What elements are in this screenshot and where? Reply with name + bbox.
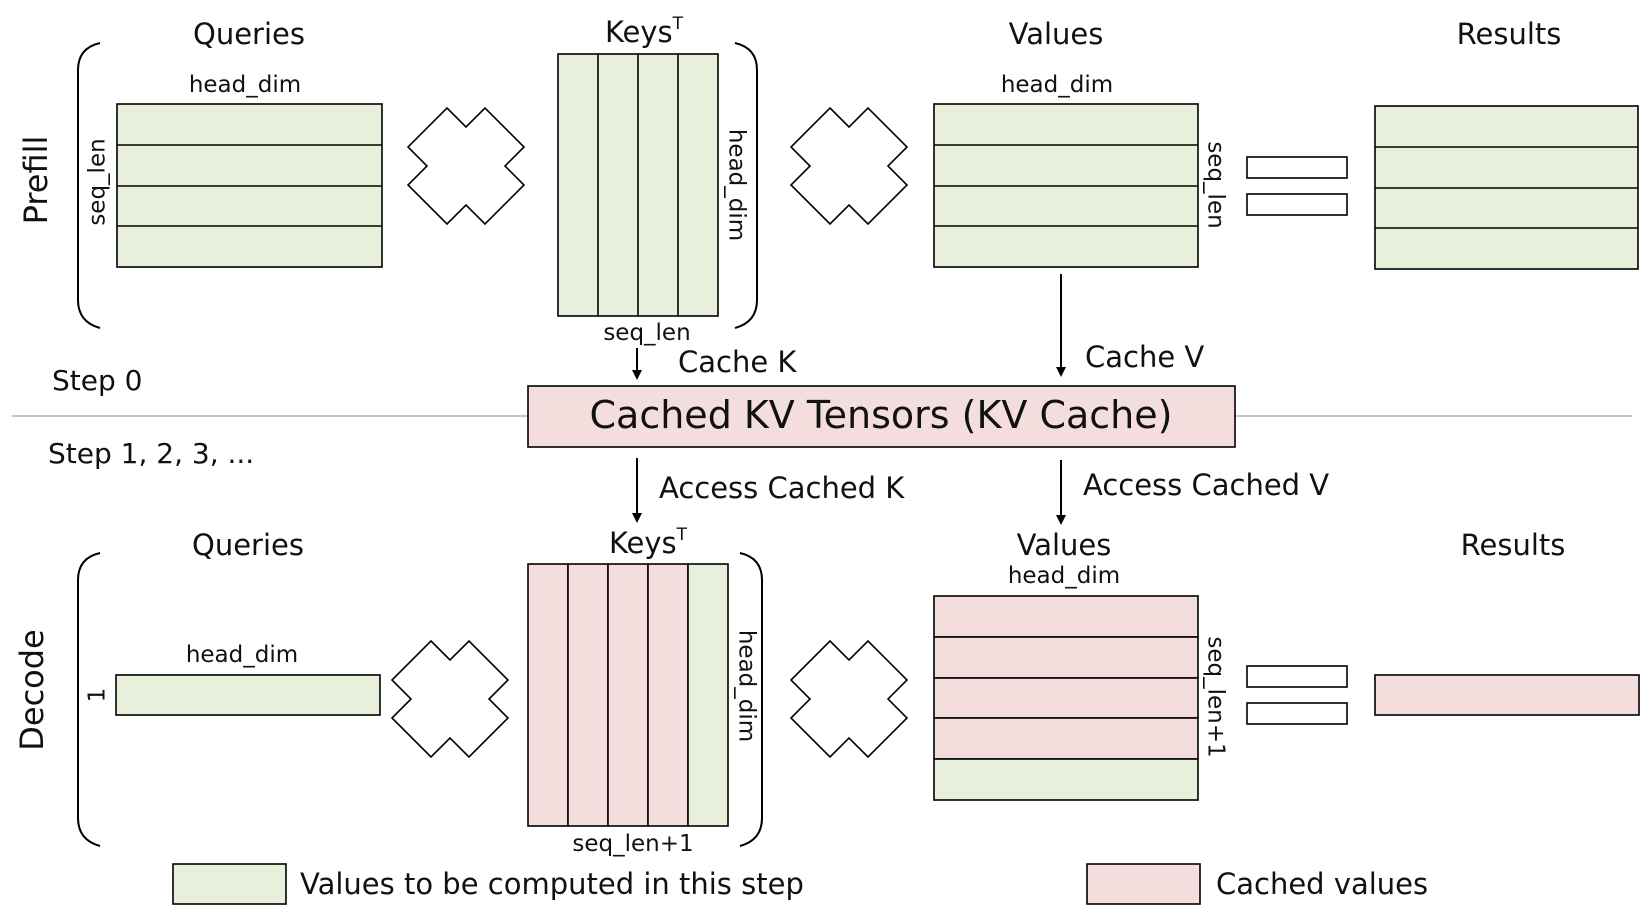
- decode-queries-side-label: 1: [85, 688, 111, 703]
- prefill-keys-matrix: [557, 53, 719, 317]
- decode-values-top-label: head_dim: [1008, 563, 1120, 589]
- prefill-values-side-label: seq_len: [1203, 141, 1229, 228]
- decode-keys-matrix: [527, 563, 729, 827]
- decode-values-matrix: [933, 595, 1199, 801]
- decode-results-matrix: [1374, 674, 1640, 716]
- prefill-multiply-icon-1: [406, 106, 526, 226]
- decode-keys-sup: T: [676, 525, 688, 545]
- prefill-values-title: Values: [1009, 17, 1104, 51]
- cache-k-label: Cache K: [678, 345, 797, 379]
- decode-keys-side-label: head_dim: [734, 630, 760, 742]
- prefill-values-top-label: head_dim: [1001, 72, 1113, 98]
- prefill-equals-icon: [1246, 156, 1348, 216]
- prefill-keys-title: KeysT: [605, 14, 684, 49]
- prefill-brace-left: [77, 42, 101, 329]
- decode-brace-left: [77, 552, 101, 847]
- decode-queries-title: Queries: [192, 528, 304, 562]
- legend-cached-swatch: [1086, 863, 1201, 905]
- decode-keys-bottom-label: seq_len+1: [572, 831, 693, 857]
- decode-values-side-label: seq_len+1: [1203, 636, 1229, 757]
- legend-cached-label: Cached values: [1216, 867, 1428, 901]
- legend-computed-swatch: [172, 863, 287, 905]
- prefill-multiply-icon-2: [789, 106, 909, 226]
- prefill-queries-title: Queries: [193, 17, 305, 51]
- decode-keys-title: KeysT: [609, 525, 688, 560]
- prefill-results-title: Results: [1457, 17, 1562, 51]
- prefill-brace-right: [734, 42, 758, 329]
- decode-queries-top-label: head_dim: [186, 642, 298, 668]
- prefill-keys-bottom-label: seq_len: [603, 320, 690, 346]
- kv-cache-label: Cached KV Tensors (KV Cache): [590, 393, 1173, 437]
- prefill-keys-side-label: head_dim: [724, 129, 750, 241]
- prefill-queries-side-label: seq_len: [85, 138, 111, 225]
- prefill-queries-matrix: [116, 103, 383, 268]
- decode-results-title: Results: [1461, 528, 1566, 562]
- access-k-label: Access Cached K: [659, 471, 905, 505]
- kv-cache-box: [527, 385, 1236, 448]
- cache-v-label: Cache V: [1085, 340, 1204, 374]
- decode-equals-icon: [1246, 665, 1348, 725]
- prefill-step-label: Step 0: [52, 364, 142, 397]
- prefill-values-matrix: [933, 103, 1199, 268]
- prefill-section-label: Prefill: [17, 136, 55, 225]
- decode-step-label: Step 1, 2, 3, ...: [48, 437, 254, 470]
- decode-multiply-icon-1: [390, 639, 510, 759]
- prefill-keys-sup: T: [672, 14, 684, 34]
- prefill-results-matrix: [1374, 105, 1639, 270]
- decode-multiply-icon-2: [789, 639, 909, 759]
- prefill-queries-top-label: head_dim: [189, 72, 301, 98]
- decode-brace-right: [739, 552, 763, 847]
- legend-computed-label: Values to be computed in this step: [300, 867, 804, 901]
- decode-section-label: Decode: [13, 629, 51, 751]
- decode-queries-matrix: [115, 674, 381, 716]
- legend: Values to be computed in this step Cache…: [172, 863, 1428, 905]
- access-v-label: Access Cached V: [1083, 468, 1329, 502]
- decode-values-title: Values: [1017, 528, 1112, 562]
